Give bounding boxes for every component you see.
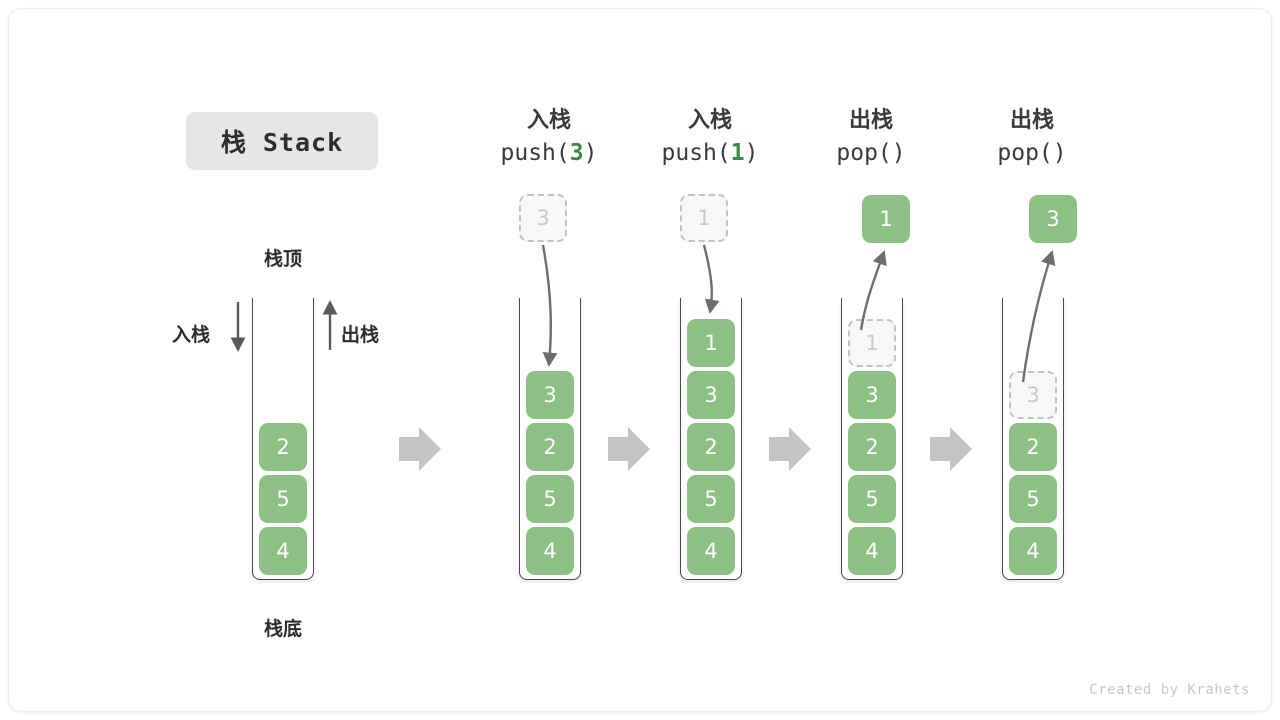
stack-cell: 2 — [1009, 423, 1057, 471]
stage-header-push-3: 入栈 push(3) — [464, 106, 634, 170]
stage-header-op: pop() — [947, 136, 1117, 170]
stage-header-cn: 出栈 — [1009, 108, 1054, 133]
stack-frame — [1002, 298, 1064, 580]
op-name: pop( — [997, 140, 1053, 166]
op-argument: 1 — [730, 140, 745, 166]
stack-cell: 5 — [526, 475, 574, 523]
stack-bottom-label: 栈底 — [263, 618, 302, 640]
stack-cell: 3 — [526, 371, 574, 419]
stack-frame — [841, 298, 903, 580]
stack-frame — [519, 298, 581, 580]
stack-cell: 2 — [848, 423, 896, 471]
popped-cell: 1 — [862, 195, 910, 243]
stack-cell: 2 — [526, 423, 574, 471]
stage-header-cn: 出栈 — [848, 108, 893, 133]
stage-header-pop-3: 出栈 pop() — [947, 106, 1117, 170]
stage-header-cn: 入栈 — [526, 108, 571, 133]
op-close: ) — [583, 140, 598, 166]
stack-cell: 2 — [259, 423, 307, 471]
op-close: ) — [891, 140, 906, 166]
stack-frame — [252, 298, 314, 580]
stage-header-cn: 入栈 — [687, 108, 732, 133]
op-close: ) — [744, 140, 759, 166]
push-direction-label: 入栈 — [172, 324, 211, 346]
op-close: ) — [1052, 140, 1067, 166]
stack-cell: 4 — [259, 527, 307, 575]
popped-cell: 3 — [1029, 195, 1077, 243]
stack-cell: 4 — [687, 527, 735, 575]
stack-frame — [680, 298, 742, 580]
pop-direction-label: 出栈 — [341, 324, 380, 346]
stack-cell: 5 — [1009, 475, 1057, 523]
stack-top-label: 栈顶 — [263, 248, 302, 270]
stack-cell: 4 — [848, 527, 896, 575]
stage-header-push-1: 入栈 push(1) — [625, 106, 795, 170]
figure-title-badge: 栈 Stack — [186, 112, 378, 170]
stack-cell: 2 — [687, 423, 735, 471]
op-argument: 3 — [569, 140, 584, 166]
stage-header-pop-1: 出栈 pop() — [786, 106, 956, 170]
stage-header-op: pop() — [786, 136, 956, 170]
stage-header-op: push(1) — [625, 136, 795, 170]
stack-cell: 3 — [687, 371, 735, 419]
ghost-cell-outgoing: 1 — [848, 319, 896, 367]
stack-cell: 1 — [687, 319, 735, 367]
stack-cell: 5 — [848, 475, 896, 523]
stack-cell: 3 — [848, 371, 896, 419]
op-name: push( — [661, 140, 731, 166]
ghost-cell-incoming: 3 — [519, 194, 567, 242]
stack-cell: 4 — [1009, 527, 1057, 575]
ghost-cell-incoming: 1 — [680, 194, 728, 242]
stack-cell: 4 — [526, 527, 574, 575]
stack-cell: 5 — [687, 475, 735, 523]
op-name: push( — [500, 140, 570, 166]
ghost-cell-outgoing: 3 — [1009, 371, 1057, 419]
op-name: pop( — [836, 140, 892, 166]
credit-text: Created by Krahets — [1089, 682, 1250, 698]
stage-header-op: push(3) — [464, 136, 634, 170]
stack-cell: 5 — [259, 475, 307, 523]
